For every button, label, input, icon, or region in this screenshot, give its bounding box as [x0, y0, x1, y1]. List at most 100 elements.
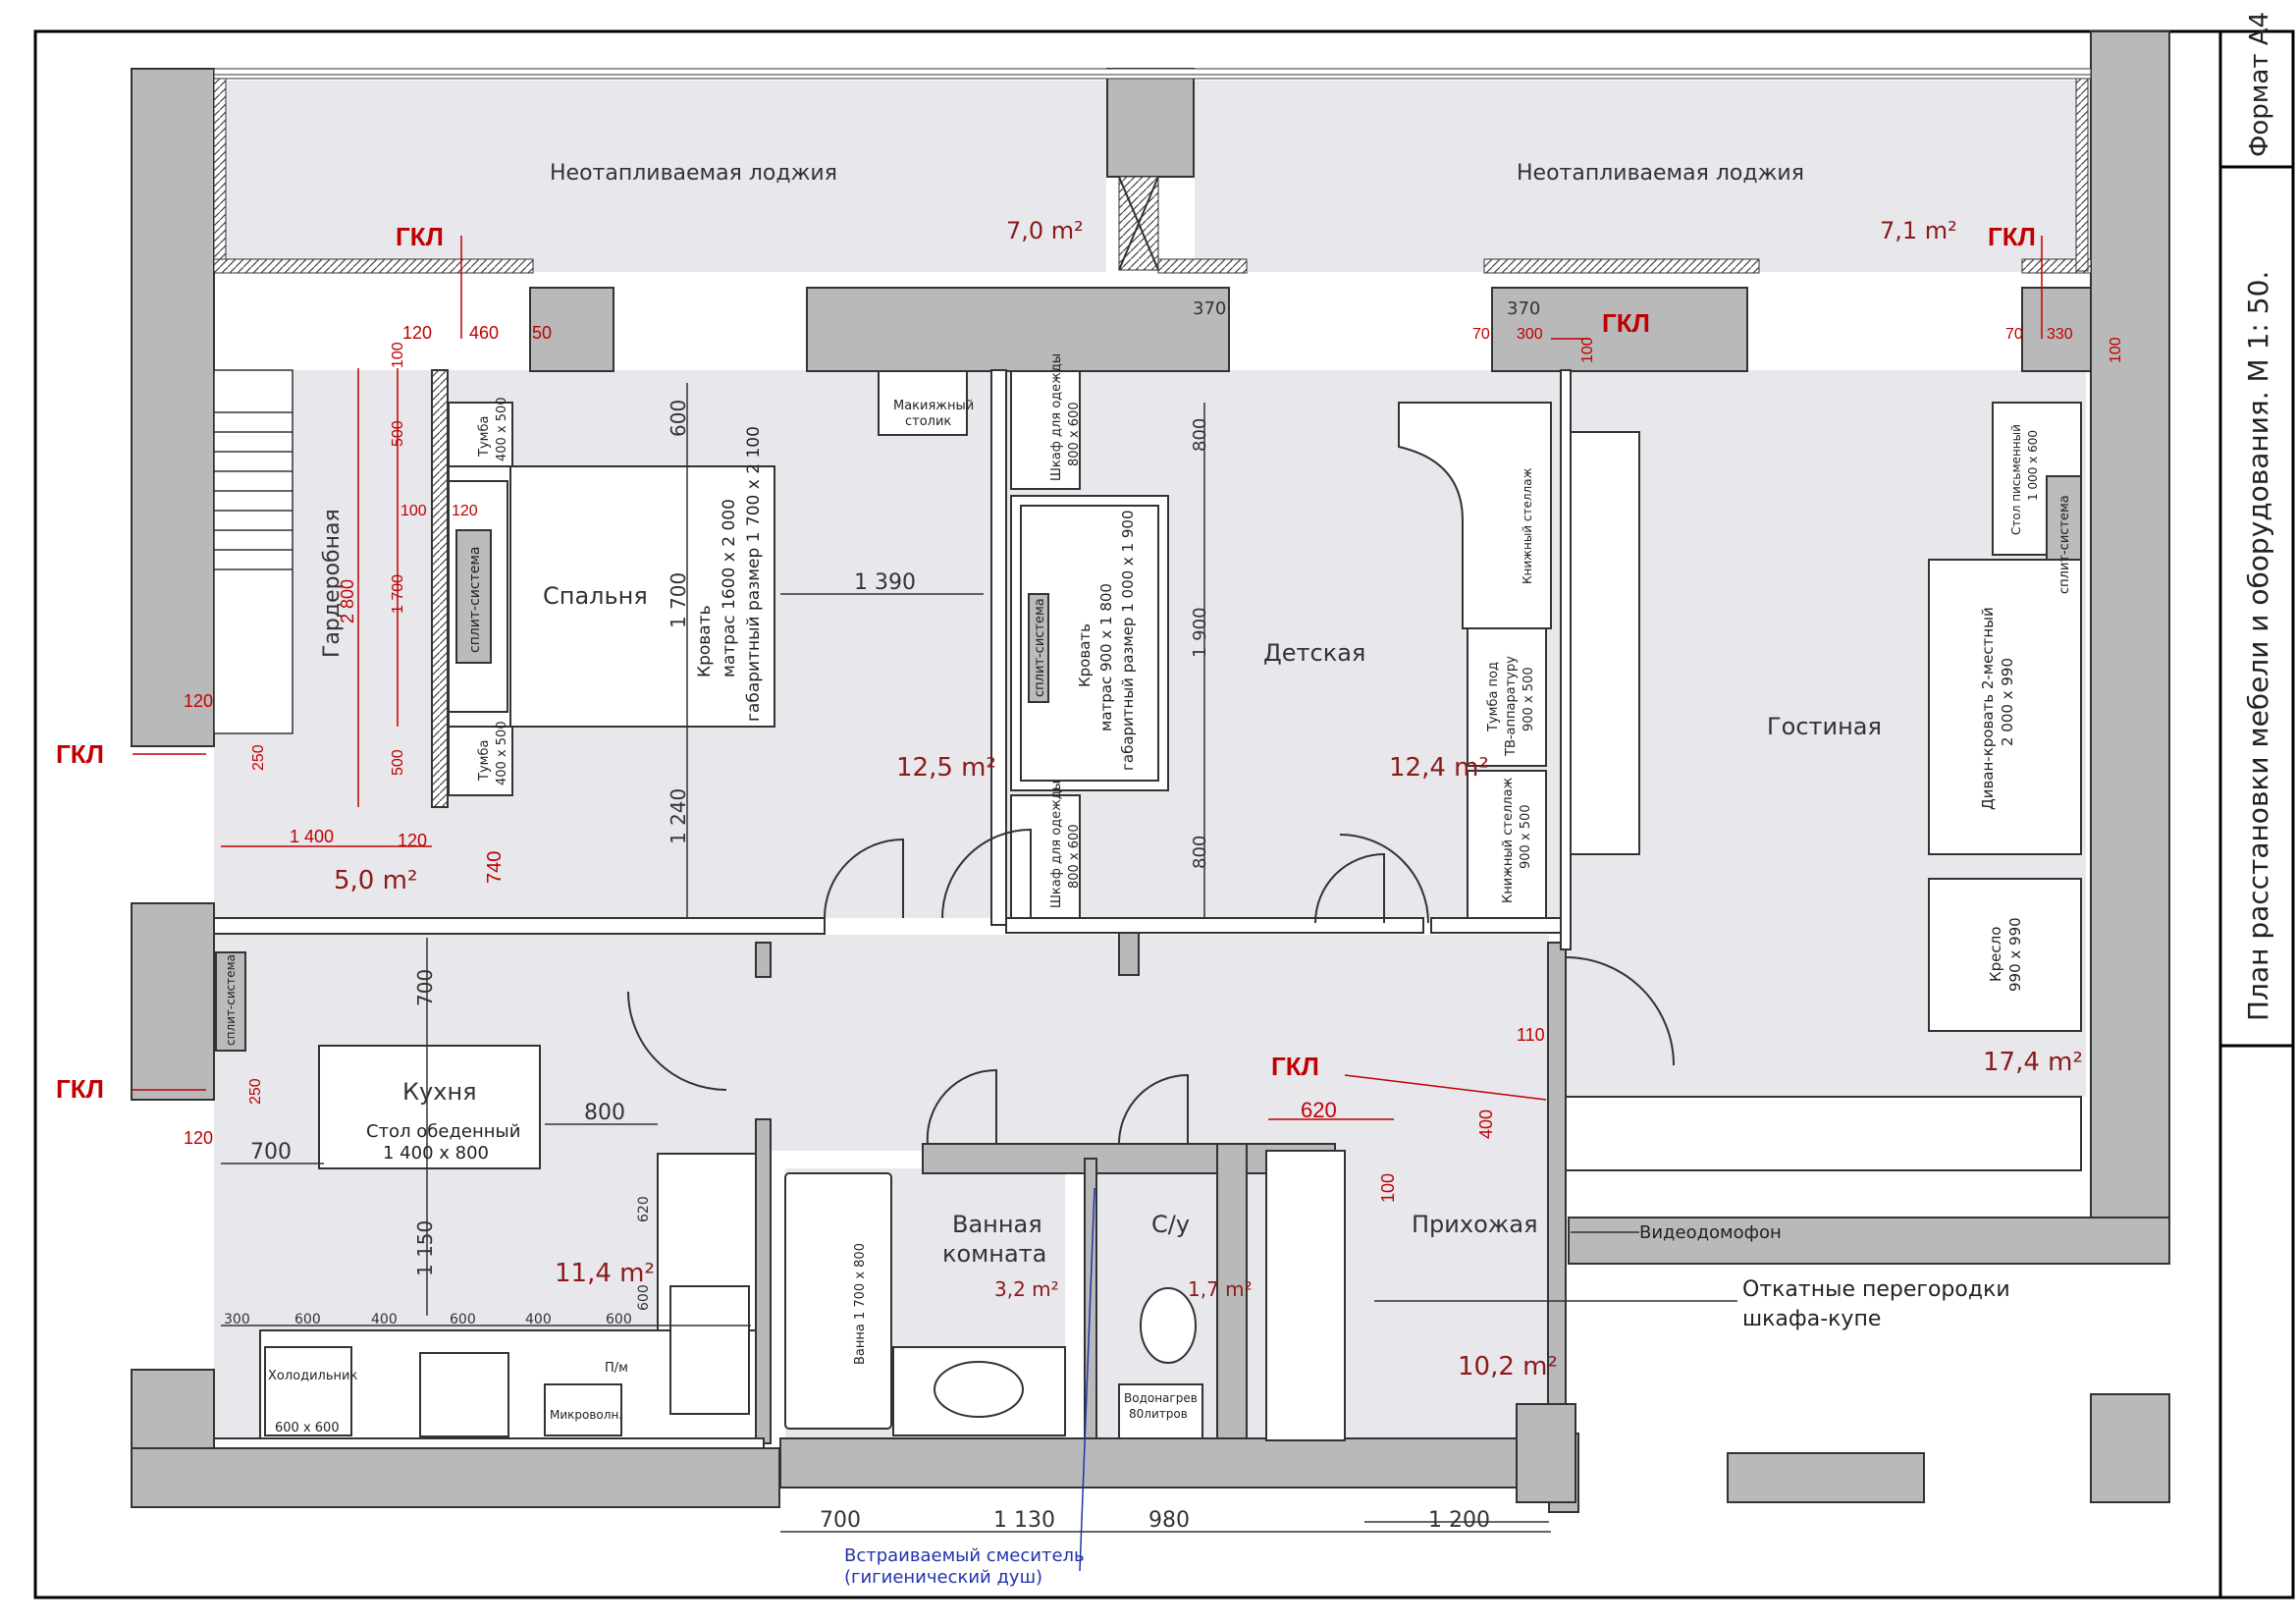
- svg-text:1 700: 1 700: [667, 572, 690, 628]
- fridge-label-2: 600 х 600: [275, 1421, 340, 1435]
- makeup-table: [878, 370, 968, 436]
- living-name: Гостиная: [1767, 713, 1882, 740]
- dimension-lines: [221, 383, 1551, 1533]
- boiler-label-2: 80литров: [1129, 1407, 1188, 1421]
- svg-text:500: 500: [390, 420, 406, 447]
- split-living-label: сплит-система: [2057, 495, 2072, 594]
- svg-text:600: 600: [636, 1284, 652, 1311]
- sliding-label-2: шкафа-купе: [1742, 1307, 1881, 1331]
- svg-text:370: 370: [1193, 298, 1226, 319]
- svg-text:1 200: 1 200: [1428, 1508, 1490, 1533]
- fridge-label-1: Холодильник: [268, 1369, 357, 1383]
- svg-text:370: 370: [1507, 298, 1540, 319]
- wc-name: С/у: [1151, 1211, 1190, 1238]
- loggia-right-name: Неотапливаемая лоджия: [1517, 161, 1804, 186]
- gkl-label-3: ГКЛ: [1988, 222, 2036, 251]
- boiler-label-1: Водонагрев: [1124, 1391, 1198, 1405]
- fridge: [264, 1346, 352, 1436]
- svg-text:980: 980: [1148, 1508, 1190, 1533]
- tv-cabinet: [1570, 431, 1640, 855]
- svg-text:400: 400: [1476, 1110, 1496, 1139]
- wc-area: 1,7 m²: [1188, 1277, 1253, 1301]
- wardrobe-shelving: [213, 369, 294, 734]
- svg-text:120: 120: [184, 1128, 213, 1148]
- desk-label-1: Стол письменный: [2009, 424, 2023, 535]
- kids-wardrobe-bottom-label-1: Шкаф для одежды: [1049, 781, 1064, 908]
- loggia-left-name: Неотапливаемая лоджия: [550, 161, 837, 186]
- split-unit-kids: [1028, 593, 1049, 703]
- kids-wardrobe-top: [1010, 370, 1081, 490]
- bedroom-name: Спальня: [543, 582, 648, 610]
- kids-wardrobe-top-label-2: 800 х 600: [1067, 402, 1082, 466]
- split-kitchen-label: сплит-система: [224, 954, 238, 1046]
- svg-text:700: 700: [413, 969, 437, 1006]
- split-kids-label: сплит-система: [1033, 598, 1047, 697]
- tv-stand: [1467, 627, 1547, 767]
- svg-text:1 900: 1 900: [1190, 607, 1210, 658]
- kids-bed-label-3: габаритный размер 1 000 х 1 900: [1119, 510, 1137, 771]
- loggia-walls: [213, 68, 2092, 274]
- svg-text:70: 70: [1472, 326, 1490, 343]
- svg-text:400: 400: [525, 1312, 552, 1327]
- svg-text:600: 600: [606, 1312, 632, 1327]
- kids-bed-label-2: матрас 900 х 1 800: [1097, 583, 1115, 731]
- svg-text:800: 800: [584, 1101, 625, 1125]
- nightstand-bottom-label-2: 400 х 500: [495, 721, 509, 785]
- bath-name-2: комната: [942, 1240, 1046, 1268]
- water-heater: [1118, 1383, 1203, 1439]
- svg-text:460: 460: [469, 323, 499, 343]
- split-bedroom-label: сплит-система: [467, 546, 483, 653]
- dining-table: [318, 1045, 541, 1169]
- svg-text:250: 250: [250, 744, 267, 771]
- nightstand-top-label-1: Тумба: [477, 416, 492, 458]
- walls: [131, 30, 2170, 1513]
- svg-text:330: 330: [2047, 326, 2073, 343]
- sofa-bed: [1928, 559, 2082, 855]
- kids-furniture: [1010, 370, 1552, 919]
- hall-area: 10,2 m²: [1458, 1352, 1558, 1381]
- hob-label: П/м: [605, 1361, 628, 1376]
- svg-text:100: 100: [1579, 337, 1596, 363]
- desk-label-2: 1 000 х 600: [2026, 430, 2040, 501]
- sofa-label-2: 2 000 х 990: [1999, 658, 2016, 746]
- svg-text:100: 100: [390, 342, 406, 368]
- svg-text:620: 620: [1301, 1098, 1337, 1122]
- tv-stand-label-2: ТВ-аппаратуру: [1504, 656, 1519, 757]
- sink: [669, 1285, 750, 1415]
- svg-text:1 240: 1 240: [667, 788, 690, 844]
- bed-label-1: Кровать: [695, 605, 715, 677]
- kids-wardrobe-top-label-1: Шкаф для одежды: [1049, 353, 1064, 481]
- loggia-left-area: 7,0 m²: [1006, 217, 1084, 244]
- mixer-label-1: Встраиваемый смеситель: [844, 1545, 1085, 1566]
- kids-bed-label-1: Кровать: [1076, 623, 1094, 687]
- kitchen-furniture: [215, 951, 757, 1439]
- loggia-right-area: 7,1 m²: [1880, 217, 1957, 244]
- makeup-label-1: Макияжный: [893, 399, 974, 413]
- svg-text:1 390: 1 390: [854, 570, 916, 595]
- table-label-1: Стол обеденный: [366, 1121, 520, 1142]
- svg-text:120: 120: [452, 503, 478, 519]
- svg-text:2 800: 2 800: [338, 579, 357, 623]
- svg-text:620: 620: [636, 1196, 652, 1222]
- svg-text:100: 100: [2108, 337, 2124, 363]
- title-block: [2218, 29, 2295, 1599]
- bed-label-2: матрас 1600 х 2 000: [720, 499, 739, 677]
- bathroom-fixtures: [784, 1150, 1346, 1441]
- svg-text:1 400: 1 400: [290, 827, 334, 846]
- svg-text:120: 120: [402, 323, 432, 343]
- hall-name: Прихожая: [1412, 1211, 1538, 1238]
- split-unit-bedroom: [455, 529, 492, 664]
- svg-text:800: 800: [1190, 418, 1210, 452]
- svg-text:600: 600: [667, 400, 690, 437]
- kitchen-name: Кухня: [402, 1078, 477, 1106]
- svg-text:500: 500: [390, 749, 406, 776]
- gkl-label-2: ГКЛ: [1602, 308, 1650, 338]
- nightstand-top-label-2: 400 х 500: [495, 397, 509, 461]
- svg-text:100: 100: [1378, 1173, 1398, 1203]
- book-rack2-label-1: Книжный стеллаж: [1501, 777, 1516, 903]
- svg-text:110: 110: [1517, 1025, 1545, 1045]
- svg-text:700: 700: [250, 1140, 292, 1164]
- table-label-2: 1 400 х 800: [383, 1143, 489, 1164]
- svg-text:250: 250: [247, 1078, 264, 1105]
